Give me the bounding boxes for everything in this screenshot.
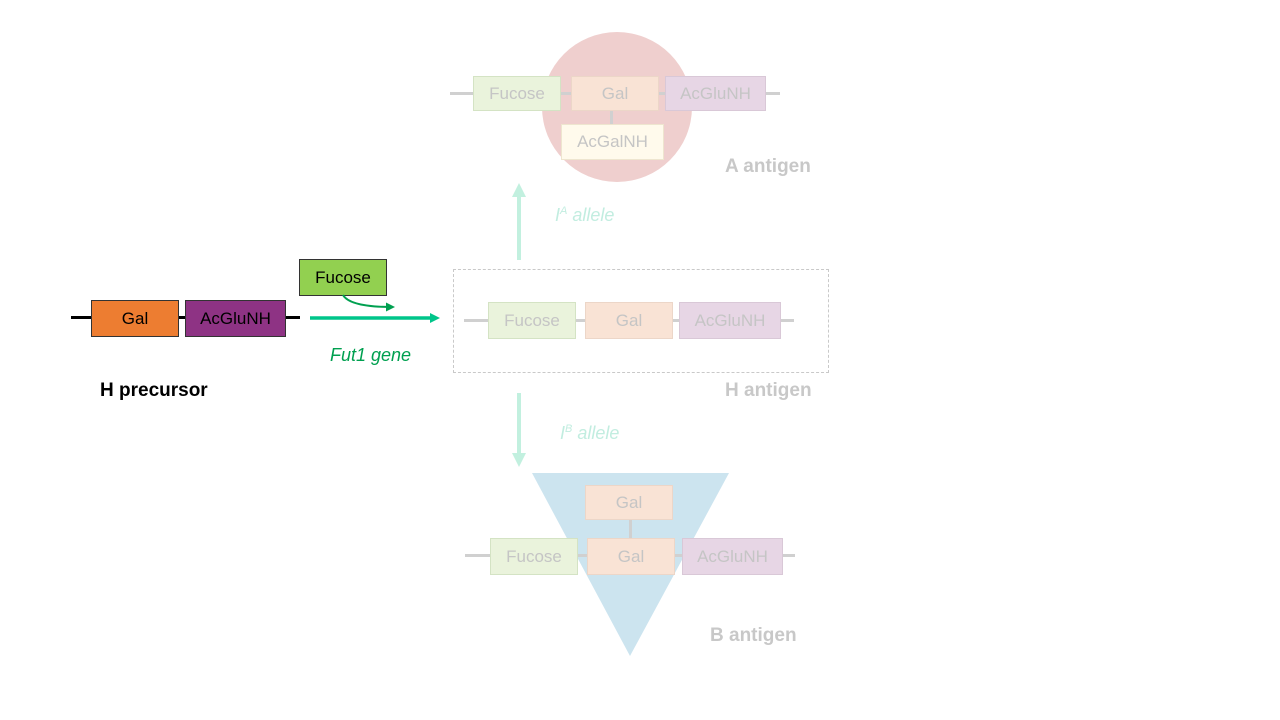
- fucose-added-box: Fucose: [299, 259, 387, 296]
- b-antigen-gal: Gal: [587, 538, 675, 575]
- h-precursor-label: H precursor: [100, 380, 208, 401]
- a-antigen-gal: Gal: [571, 76, 659, 111]
- b-antigen-acglunh: AcGluNH: [682, 538, 783, 575]
- h-antigen-acglunh: AcGluNH: [679, 302, 781, 339]
- ib-allele-word: allele: [577, 423, 620, 443]
- b-antigen-fucose: Fucose: [490, 538, 578, 575]
- ia-allele-word: allele: [572, 205, 615, 225]
- a-antigen-acglunh: AcGluNH: [665, 76, 766, 111]
- a-antigen-label: A antigen: [725, 156, 811, 177]
- h-precursor-acglunh: AcGluNH: [185, 300, 286, 337]
- ib-allele-label: IB allele: [560, 423, 619, 444]
- h-antigen-fucose: Fucose: [488, 302, 576, 339]
- a-antigen-fucose: Fucose: [473, 76, 561, 111]
- b-antigen-branch-line: [629, 519, 632, 539]
- a-antigen-branch-line: [610, 110, 613, 126]
- h-antigen-label: H antigen: [725, 380, 812, 401]
- h-precursor-gal: Gal: [91, 300, 179, 337]
- b-antigen-label: B antigen: [710, 625, 797, 646]
- ib-allele-sup: B: [565, 423, 573, 435]
- h-antigen-gal: Gal: [585, 302, 673, 339]
- h-antigen-frame: [453, 269, 829, 373]
- fucose-curved-arrow: [342, 294, 395, 312]
- a-antigen-acgalnh: AcGalNH: [561, 124, 664, 160]
- fut1-gene-label: Fut1 gene: [330, 345, 412, 365]
- ia-allele-base: I: [555, 205, 561, 225]
- ib-allele-base: I: [560, 423, 566, 443]
- ia-allele-label: IA allele: [555, 205, 614, 226]
- ia-allele-sup: A: [560, 205, 568, 217]
- b-antigen-gal-top: Gal: [585, 485, 673, 520]
